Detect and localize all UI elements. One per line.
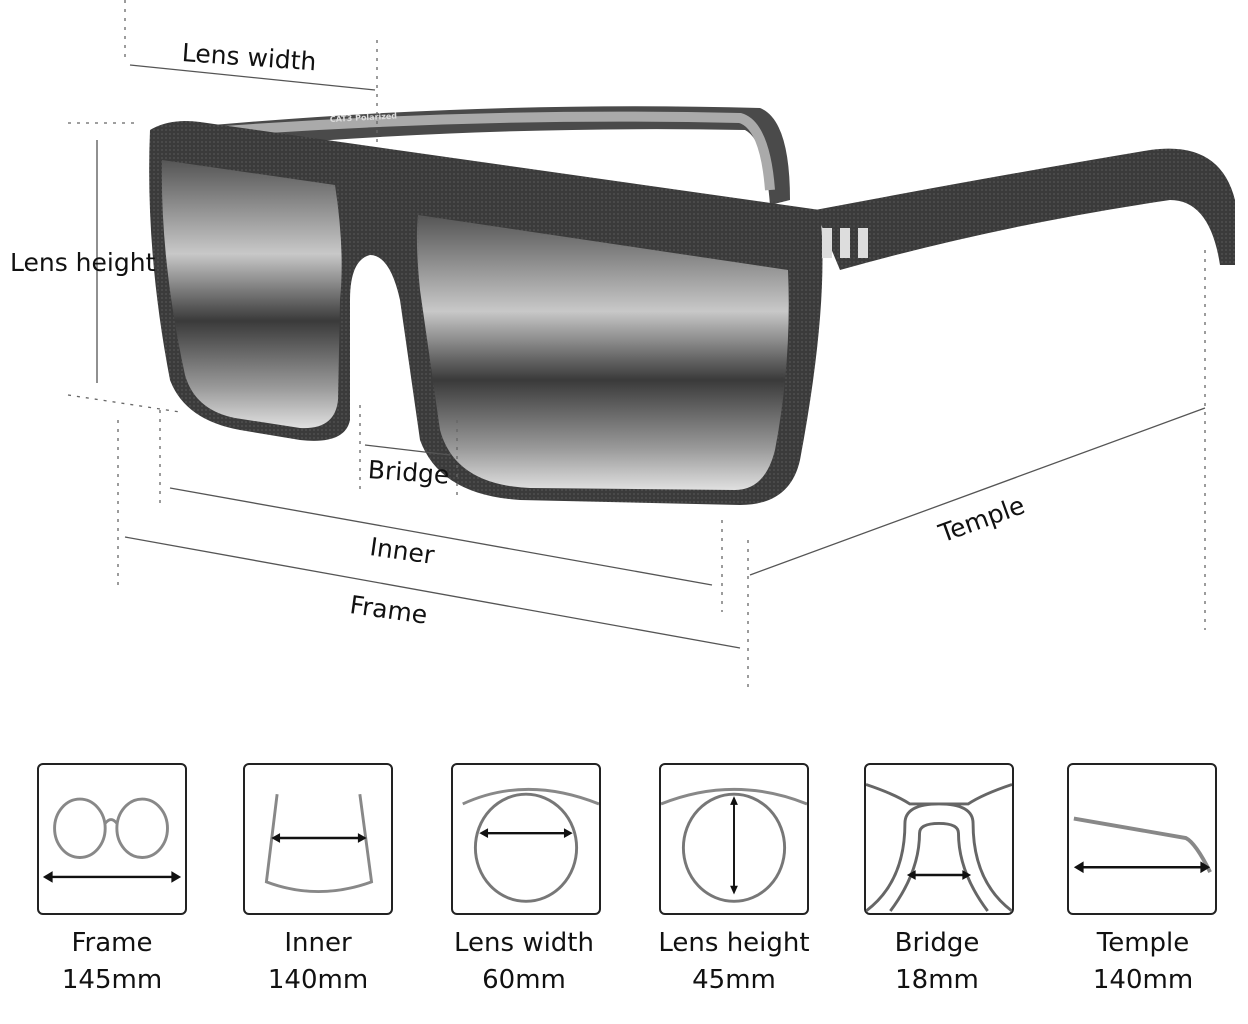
measurement-label: Temple [1096, 928, 1190, 958]
label-lens-height: Lens height [10, 248, 156, 277]
lens-height-icon [659, 763, 809, 915]
measurement-bridge: Bridge 18mm [837, 925, 1037, 999]
measurement-value: 140mm [1092, 965, 1194, 995]
measurement-label: Frame [71, 928, 153, 958]
bridge-icon [864, 763, 1014, 915]
measurement-temple: Temple 140mm [1043, 925, 1243, 999]
measurement-value: 145mm [61, 965, 163, 995]
arm-print-text: CAT3 Polarized [330, 111, 398, 124]
measurement-value: 60mm [482, 965, 566, 995]
measurement-value: 140mm [267, 965, 369, 995]
sunglasses-illustration: CAT3 Polarized [67, 0, 1235, 692]
measurement-value: 18mm [895, 965, 979, 995]
right-lens [416, 215, 789, 490]
measurement-label: Lens width [454, 928, 594, 958]
temple-arm-icon [1067, 763, 1217, 915]
guide-lines [67, 0, 1206, 692]
measurement-lens-height: Lens height 45mm [634, 925, 834, 999]
measurement-label: Lens height [658, 928, 810, 958]
far-temple-arm [180, 106, 790, 205]
measurement-inner: Inner 140mm [218, 925, 418, 999]
measurement-value: 45mm [692, 965, 776, 995]
measurement-label: Inner [284, 928, 352, 958]
measurement-label: Bridge [894, 928, 980, 958]
label-bridge: Bridge [366, 455, 451, 490]
measurement-lens-width: Lens width 60mm [424, 925, 624, 999]
frame-front-icon [37, 763, 187, 915]
near-temple-arm [815, 148, 1235, 270]
left-lens [161, 160, 342, 429]
lens-width-icon [451, 763, 601, 915]
measurement-lines [96, 64, 1206, 649]
inner-top-view-icon [243, 763, 393, 915]
measurement-frame: Frame 145mm [12, 925, 212, 999]
